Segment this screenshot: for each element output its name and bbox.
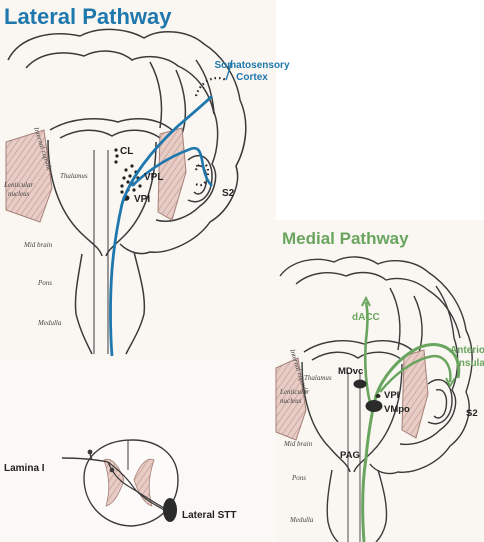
medial-pons-label: Pons (291, 474, 306, 482)
medial-vpi-nucleus (376, 394, 381, 398)
lateral-cortex-label-2: Cortex (236, 72, 268, 83)
lateral-pons-label: Pons (37, 279, 52, 287)
medial-vpi-label: VPI (384, 390, 399, 401)
lateral-midbrain-label: Mid brain (23, 241, 53, 249)
medial-thalamus-label: Thalamus (304, 374, 332, 382)
medial-lenticular-label-2: nucleus (280, 397, 302, 405)
lateral-vpi-label: VPI (134, 194, 150, 205)
medial-mdvc-nucleus (354, 380, 367, 389)
lateral-title: Lateral Pathway (4, 4, 172, 29)
lateral-cortex-label-1: Somatosensory (214, 60, 289, 71)
medial-lenticular-label-1: Lenticular (279, 388, 309, 396)
medial-mdvc-label: MDvc (338, 366, 363, 377)
lateral-cl-label: CL (120, 146, 133, 157)
lateral-vpl-label: VPL (144, 172, 163, 183)
lateral-s2-label: S2 (222, 188, 235, 199)
medial-anterior-label-1: Anterior (450, 345, 484, 356)
medial-dacc-label: dACC (352, 312, 380, 323)
lamina-label: Lamina I (4, 463, 45, 474)
dorsal-root-ganglion (88, 450, 93, 455)
lamina-neuron (110, 468, 115, 473)
lateral-stt-label: Lateral STT (182, 510, 236, 521)
medial-panel: Medial Pathway (276, 220, 484, 542)
medial-medulla-label: Medulla (289, 516, 314, 524)
medial-vmpo-label: VMpo (384, 404, 410, 415)
medial-pag-label: PAG (340, 450, 360, 461)
medial-vmpo-nucleus (366, 400, 383, 412)
lateral-thalamus-label: Thalamus (60, 172, 88, 180)
medial-s2-label: S2 (466, 408, 478, 419)
lateral-lenticular-label-1: Lenticular (3, 181, 33, 189)
lateral-medulla-label: Medulla (37, 319, 62, 327)
medial-anterior-label-2: Insula (456, 358, 484, 369)
lateral-stt-tract (163, 498, 177, 522)
lateral-lenticular-label-2: nucleus (8, 190, 30, 198)
medial-midbrain-label: Mid brain (283, 440, 313, 448)
medial-title: Medial Pathway (282, 229, 409, 248)
